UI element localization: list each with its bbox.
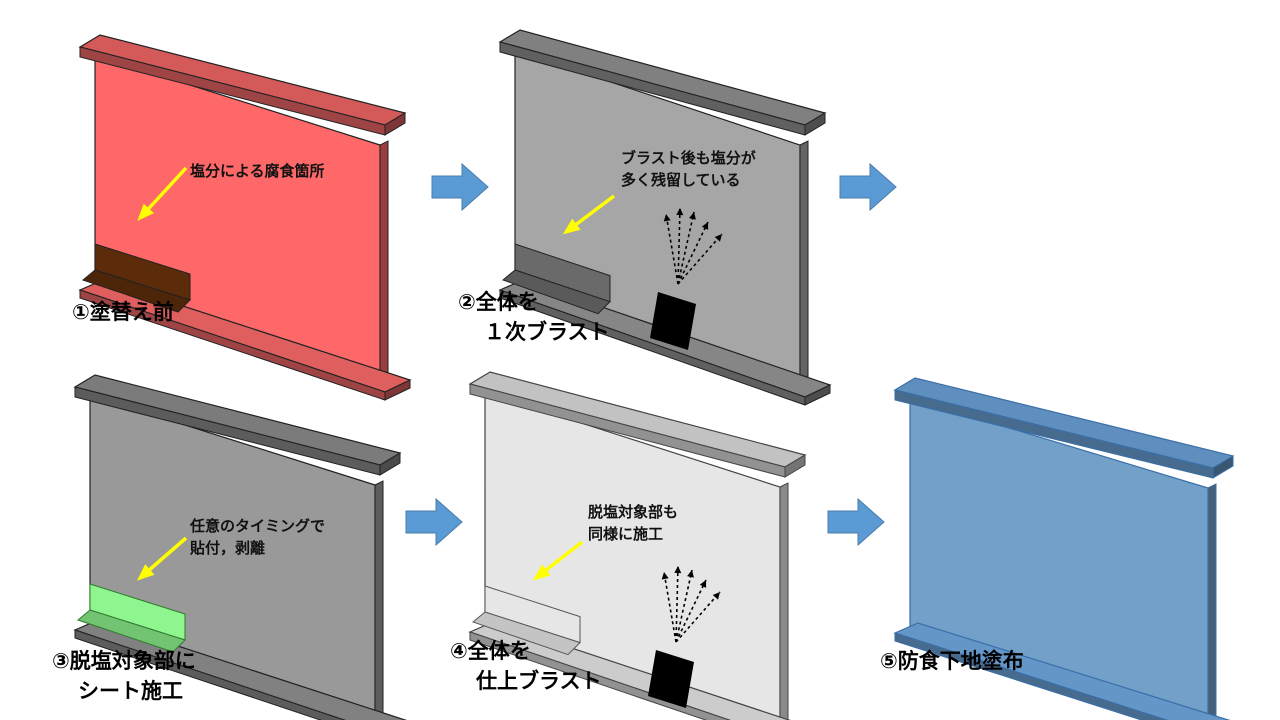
top-flange-end <box>1212 455 1234 479</box>
blast-stream <box>677 211 695 285</box>
bottom-flange-edge <box>894 632 1168 720</box>
step-3-note-line: 任意のタイミングで <box>190 517 326 535</box>
blast-stream <box>675 569 693 643</box>
step-4-note-line: 同様に施工 <box>588 525 664 543</box>
step-1-label: ①塗替え前 <box>72 297 174 327</box>
web-edge <box>374 480 384 720</box>
blast-stream-head <box>701 222 709 230</box>
step-1-label-line: ①塗替え前 <box>72 300 174 324</box>
top-flange-end <box>384 112 406 136</box>
blast-stream-head <box>689 212 696 220</box>
step-3-label-line: ③脱塩対象部に <box>52 649 196 673</box>
step-4-label: ④全体を仕上ブラスト <box>450 636 602 696</box>
beam-2 <box>498 29 832 406</box>
bottom-flange-edge <box>74 629 346 720</box>
top-flange-end <box>804 112 826 136</box>
web-edge <box>779 482 789 720</box>
flow-arrow-1 <box>431 162 489 212</box>
top-flange-end <box>784 454 806 478</box>
blast-stream-head <box>687 570 694 578</box>
step-2-label-line: １次ブラスト <box>484 320 610 344</box>
salt-patch-flange <box>471 611 581 656</box>
blast-stream-head <box>674 566 682 574</box>
blast-stream <box>677 233 723 285</box>
pointer-3-head <box>136 564 155 581</box>
blast-stream-head <box>661 572 669 580</box>
flow-arrow-4 <box>827 497 885 547</box>
web-edge <box>799 140 809 396</box>
step-2-note-line: 多く残留している <box>621 171 741 189</box>
blast-nozzle <box>648 650 694 708</box>
salt-patch-flange <box>502 269 611 315</box>
web-plate <box>909 397 1209 720</box>
web-edge <box>379 140 389 391</box>
step-4-label-line: 仕上ブラスト <box>476 669 602 693</box>
step-3-label: ③脱塩対象部にシート施工 <box>52 646 196 706</box>
step-1-note-line: 塩分による腐食箇所 <box>190 162 325 180</box>
step-2-label: ②全体を １次ブラスト <box>458 287 610 347</box>
salt-patch-flange <box>81 269 191 313</box>
pointer-4-head <box>532 564 551 581</box>
top-flange-end <box>379 452 401 476</box>
blast-stream-head <box>712 592 720 600</box>
step-3-label-line: シート施工 <box>78 679 183 703</box>
step-2-note-line: ブラスト後も塩分が <box>621 149 756 167</box>
step-5-label-line: ⑤防食下地塗布 <box>880 649 1024 673</box>
beam-5 <box>893 377 1235 720</box>
blast-stream-head <box>699 580 707 588</box>
blast-stream-head <box>663 214 671 222</box>
blaster-2 <box>650 207 723 350</box>
blast-nozzle <box>650 292 696 350</box>
blast-stream <box>675 591 721 643</box>
step-3-note-line: 貼付，剥離 <box>190 539 266 557</box>
step-4-note-line: 脱塩対象部も <box>588 503 679 521</box>
pointer-2-head <box>562 218 581 235</box>
beam-1 <box>78 34 412 401</box>
step-5-label: ⑤防食下地塗布 <box>880 646 1024 676</box>
step-4-label-line: ④全体を <box>450 639 531 663</box>
beam-3 <box>73 374 407 720</box>
salt-patch-flange <box>76 609 186 653</box>
blast-stream-head <box>676 208 684 216</box>
bottom-flange-end <box>804 384 831 406</box>
beam-4 <box>468 371 807 720</box>
step-2-label-line: ②全体を <box>458 290 539 314</box>
blast-stream-head <box>714 234 722 242</box>
step-1-note: 塩分による腐食箇所 <box>190 160 325 182</box>
web-edge <box>1207 483 1217 720</box>
flow-arrow-3 <box>405 497 463 547</box>
step-3-note: 任意のタイミングで貼付，剥離 <box>190 515 325 559</box>
step-4-note: 脱塩対象部も同様に施工 <box>588 501 678 545</box>
flow-arrow-2 <box>839 162 897 212</box>
blast-stream <box>677 207 681 285</box>
blaster-4 <box>648 565 721 708</box>
blast-stream <box>675 565 679 643</box>
step-2-note: ブラスト後も塩分が多く残留している <box>621 147 756 191</box>
bottom-flange-end <box>384 379 411 401</box>
pointer-1-head <box>137 203 154 221</box>
